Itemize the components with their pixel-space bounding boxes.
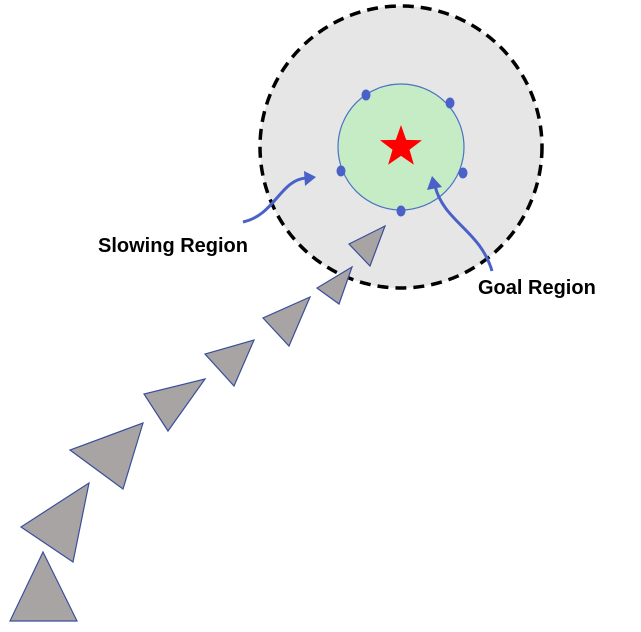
triangle-icon: [315, 265, 354, 305]
arrow-head-icon: [427, 176, 442, 190]
goal-region-label: Goal Region: [478, 277, 596, 299]
triangle-icon: [143, 378, 207, 433]
triangle-icon: [261, 295, 312, 348]
robot-trajectory: [9, 224, 387, 622]
goal-waypoint: [458, 167, 468, 179]
goal-waypoint: [361, 89, 371, 101]
goal-waypoint: [336, 165, 346, 177]
goal-waypoint: [445, 97, 455, 109]
goal-waypoint: [396, 205, 406, 217]
triangle-icon: [348, 224, 387, 268]
triangle-icon: [9, 550, 78, 622]
star-icon: [380, 125, 422, 165]
goal-region-arrow: [433, 185, 494, 272]
triangle-icon: [68, 422, 144, 490]
slowing-region-arrow: [242, 176, 307, 224]
arrow-head-icon: [304, 171, 316, 186]
triangle-icon: [19, 481, 90, 563]
triangle-icon: [203, 339, 256, 388]
slowing-region-label: Slowing Region: [98, 235, 248, 257]
